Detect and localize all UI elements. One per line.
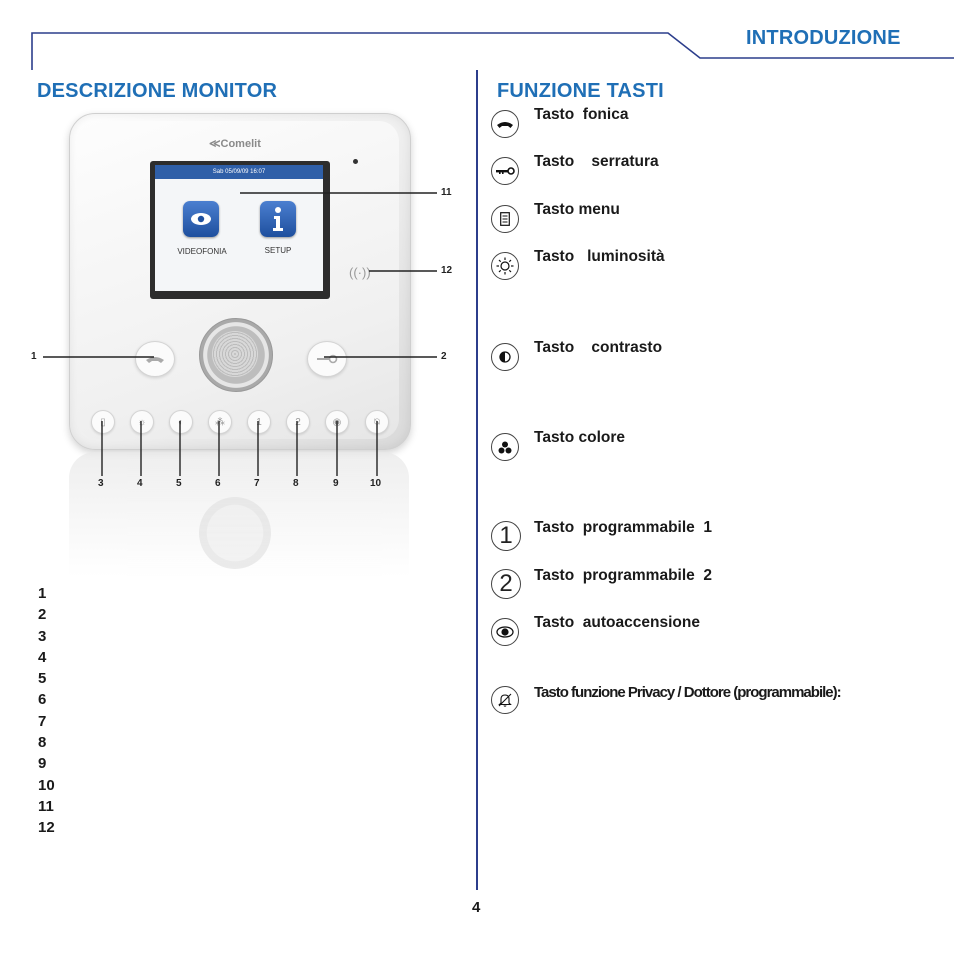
callout-3: 3 [98, 478, 104, 489]
list-item: 2 [38, 606, 47, 624]
callout-11: 11 [441, 187, 452, 198]
key-label-brightness: Tasto luminosità [534, 248, 665, 265]
monitor-description-title: DESCRIZIONE MONITOR [37, 80, 278, 102]
key-row-prog1: 1 [491, 521, 521, 551]
column-divider [476, 70, 478, 890]
callout-7: 7 [254, 478, 260, 489]
device-color-button[interactable]: ⁂ [208, 410, 232, 434]
eye-icon [191, 213, 211, 225]
list-item: 7 [38, 712, 47, 730]
callout-5: 5 [176, 478, 182, 489]
reflection-speaker [199, 497, 271, 569]
key-row-contrast [491, 343, 519, 371]
digit-1-icon: 1 [256, 416, 262, 428]
key-row-menu [491, 205, 519, 233]
callout-lines [43, 192, 437, 476]
brand-logo: ≪Comelit [209, 137, 261, 150]
screen-status-text: Sab 05/09/09 16:07 [212, 169, 266, 175]
key-row-lock [491, 157, 519, 185]
page-number: 4 [472, 899, 481, 916]
digit-2-icon: 2 [295, 416, 301, 428]
list-item: 5 [38, 670, 47, 688]
list-item: 1 [38, 585, 47, 602]
key-row-handset [491, 110, 519, 138]
list-item: 9 [38, 755, 47, 773]
key-label-prog1: Tasto programmabile 1 [534, 519, 713, 536]
callout-10: 10 [370, 478, 382, 489]
device-prog2-button[interactable]: 2 [286, 410, 310, 434]
key-icon [496, 167, 515, 175]
camera-dot [353, 159, 358, 164]
callout-9: 9 [333, 478, 339, 489]
wave-icon: ((·)) [349, 265, 371, 280]
list-item: 12 [38, 819, 55, 837]
callout-12: 12 [441, 265, 453, 276]
list-item: 3 [38, 627, 47, 645]
bell-muted-icon [498, 693, 512, 707]
list-item: 10 [38, 776, 55, 794]
videofonia-label: VIDEOFONIA [177, 247, 227, 256]
list-item: 8 [38, 734, 47, 752]
videofonia-app-icon[interactable] [183, 201, 219, 237]
comelit-mark-icon: ≪ [209, 138, 221, 150]
list-item: 11 [38, 797, 54, 815]
setup-label: SETUP [264, 246, 292, 255]
menu-icon [500, 212, 510, 226]
door-lock-button[interactable] [307, 341, 347, 377]
key-label-handset: Tasto fonica [534, 106, 629, 123]
device-brightness-button[interactable]: ☼ [130, 410, 154, 434]
contrast-icon: ◐ [177, 416, 185, 428]
key-label-prog2: Tasto programmabile 2 [534, 567, 713, 584]
device-contrast-button[interactable]: ◐ [169, 410, 193, 434]
device-menu-button[interactable]: ▯ [91, 410, 115, 434]
key-label-color: Tasto colore [534, 429, 626, 446]
key-row-autoon [491, 618, 519, 646]
color-icon [498, 441, 512, 453]
key-label-menu: Tasto menu [534, 201, 620, 218]
color-icon: ⁂ [215, 416, 225, 428]
callout-1: 1 [31, 351, 37, 362]
menu-icon: ▯ [100, 416, 106, 428]
callout-6: 6 [215, 478, 221, 489]
monitor-illustration: ≪Comelit Sab 05/09/09 16:07 VIDEOFONIA S… [69, 113, 411, 453]
screen-status-bar: Sab 05/09/09 16:07 [155, 165, 323, 179]
callout-8: 8 [293, 478, 299, 489]
key-row-brightness [491, 252, 519, 280]
list-item: 4 [38, 648, 47, 666]
key-row-prog2: 2 [491, 569, 521, 599]
callout-4: 4 [137, 478, 143, 489]
brand-name: Comelit [220, 138, 261, 150]
speaker-mesh [212, 331, 258, 377]
number-list: 1 2 3 4 5 6 7 8 9 10 11 12 [38, 583, 55, 839]
key-row-color [491, 433, 519, 461]
sun-icon: ☼ [137, 416, 147, 428]
section-title: INTRODUZIONE [746, 27, 901, 49]
key-label-contrast: Tasto contrasto [534, 339, 663, 356]
sun-icon [496, 257, 514, 275]
digit-1-icon: 1 [499, 522, 513, 549]
handset-button[interactable] [135, 341, 175, 377]
handset-icon [146, 357, 164, 363]
list-item: 6 [38, 691, 47, 709]
device-prog1-button[interactable]: 1 [247, 410, 271, 434]
eye-icon [496, 626, 514, 638]
proximity-sensor: ((·)) [349, 263, 371, 283]
key-row-privacy [491, 686, 519, 714]
monitor-reflection [69, 452, 409, 577]
key-label-autoon: Tasto autoaccensione [534, 614, 700, 631]
key-functions-title: FUNZIONE TASTI [497, 80, 664, 102]
digit-2-icon: 2 [499, 570, 513, 597]
key-label-lock: Tasto serratura [534, 153, 659, 170]
callout-2: 2 [441, 351, 447, 362]
key-label-privacy: Tasto funzione Privacy / Dottore (progra… [534, 684, 842, 701]
info-icon [273, 207, 283, 231]
header-frame [31, 32, 954, 70]
setup-app-icon[interactable] [260, 201, 296, 237]
contrast-icon [499, 351, 511, 363]
screen: Sab 05/09/09 16:07 VIDEOFONIA SETUP [155, 165, 323, 291]
key-icon [317, 354, 338, 364]
handset-icon [497, 122, 513, 128]
